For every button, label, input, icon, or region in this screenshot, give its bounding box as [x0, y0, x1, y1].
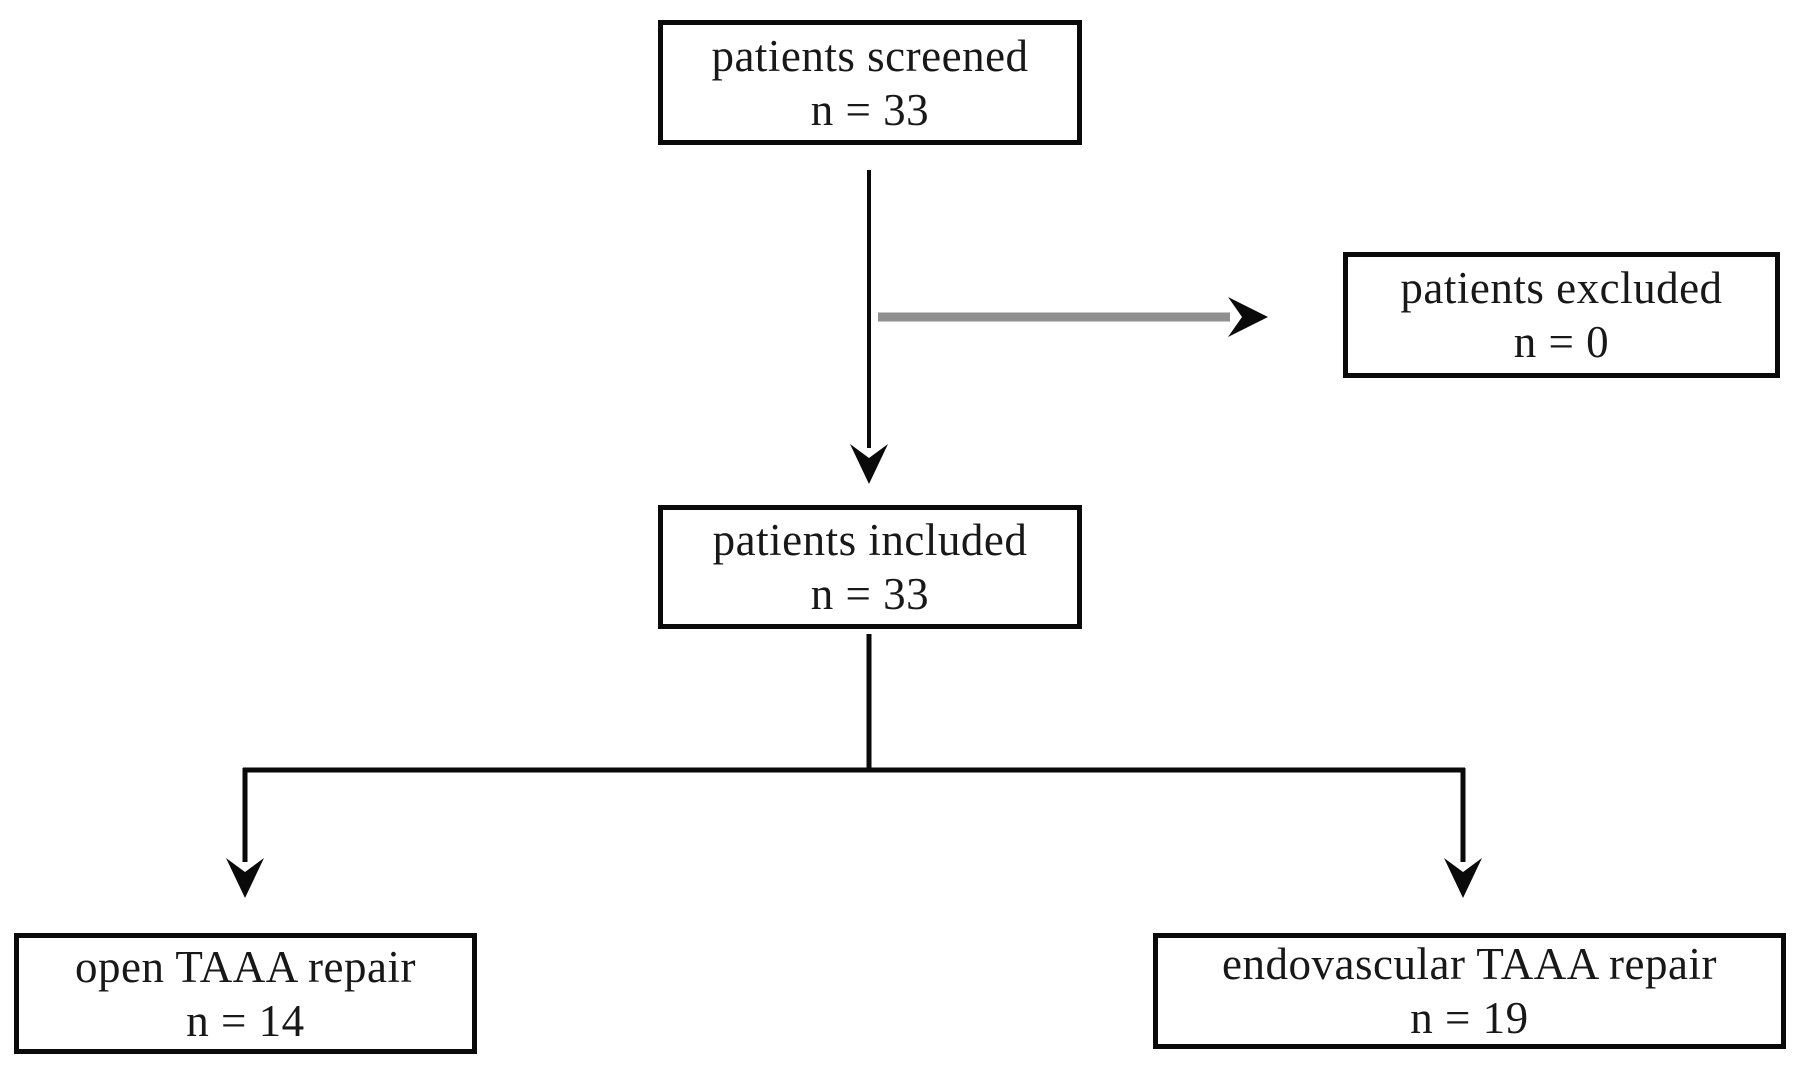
arrow-screened-to-included-head: [850, 444, 888, 484]
node-open-taaa-repair-count: n = 14: [186, 995, 305, 1046]
node-patients-excluded: patients excluded n = 0: [1343, 252, 1780, 378]
node-endovascular-taaa-repair-count: n = 19: [1410, 993, 1529, 1043]
node-patients-included: patients included n = 33: [658, 505, 1082, 629]
node-patients-excluded-label: patients excluded: [1400, 263, 1723, 313]
node-patients-screened: patients screened n = 33: [658, 20, 1082, 145]
node-open-taaa-repair: open TAAA repair n = 14: [14, 933, 477, 1054]
node-endovascular-taaa-repair-label: endovascular TAAA repair: [1222, 939, 1717, 989]
branch-tree-lines: [242, 634, 1466, 862]
node-patients-screened-count: n = 33: [810, 84, 930, 135]
node-open-taaa-repair-label: open TAAA repair: [75, 941, 416, 992]
arrow-to-endovascular-repair-head: [1444, 858, 1482, 898]
node-patients-screened-label: patients screened: [711, 30, 1029, 81]
node-patients-included-count: n = 33: [810, 569, 930, 619]
node-endovascular-taaa-repair: endovascular TAAA repair n = 19: [1153, 933, 1786, 1049]
arrow-to-excluded-head: [1228, 297, 1268, 337]
node-patients-excluded-count: n = 0: [1513, 317, 1610, 367]
node-patients-included-label: patients included: [712, 515, 1028, 565]
arrow-to-open-repair-head: [226, 858, 264, 898]
